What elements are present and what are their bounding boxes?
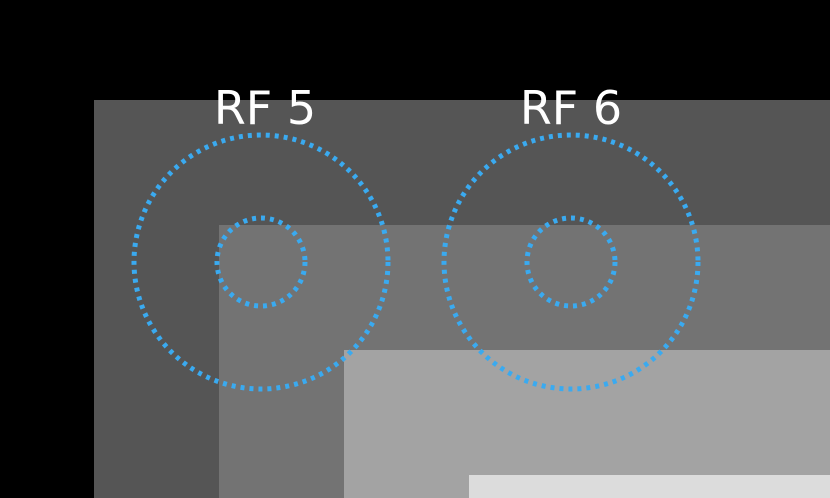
gray-step-3 [344, 350, 830, 498]
rf5-label: RF 5 [214, 81, 316, 135]
rf5-inner-ring [214, 215, 308, 309]
gray-step-4 [469, 475, 830, 498]
rf6-label: RF 6 [520, 81, 622, 135]
rf6-outer-ring [441, 132, 701, 392]
rf6-inner-ring [524, 215, 618, 309]
receptive-field-rf5: RF 5 [131, 81, 391, 392]
rf5-outer-ring [131, 132, 391, 392]
receptive-field-rf6: RF 6 [441, 81, 701, 392]
